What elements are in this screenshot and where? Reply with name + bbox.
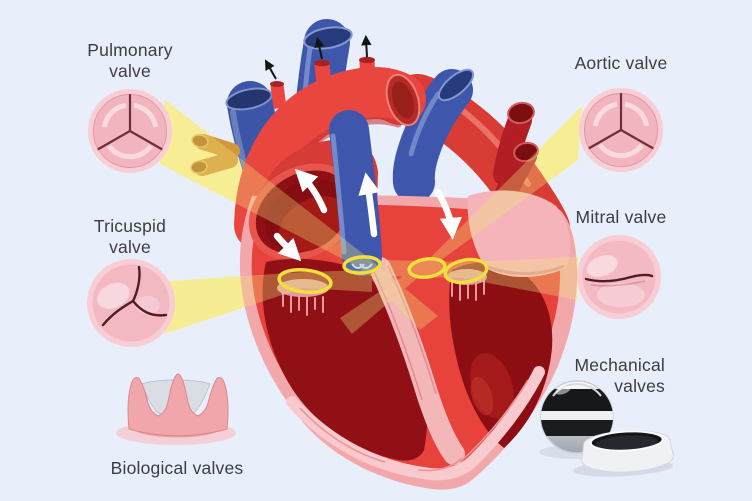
label-pulmonary-valve: Pulmonary valve — [52, 40, 208, 82]
outflow-arrow-1 — [264, 59, 277, 80]
right-pulmonary-artery — [392, 68, 475, 203]
flow-arrow-tricuspid — [273, 232, 302, 262]
blood-flow-arrows — [273, 168, 462, 262]
label-tricuspid-valve-line2: valve — [109, 237, 151, 257]
orange-vessel-stubs — [190, 134, 240, 176]
label-aortic-valve: Aortic valve — [541, 53, 701, 74]
biological-valve-illustration — [116, 373, 236, 445]
valve-highlight-rings — [277, 255, 489, 295]
heart-wall-inner-layers — [286, 366, 545, 481]
interventricular-septum — [369, 257, 465, 465]
label-mechanical-valves-line2: valves — [614, 376, 665, 396]
label-mitral-valve: Mitral valve — [541, 207, 701, 228]
papillary-muscle-core — [470, 376, 494, 416]
tricuspid-ring — [277, 267, 333, 295]
left-atrium — [467, 190, 571, 277]
flow-arrow-left-atrium — [434, 188, 462, 240]
label-mechanical-valves-line1: Mechanical — [574, 355, 665, 375]
label-pulmonary-valve-line2: valve — [109, 61, 151, 81]
mitral-valve-inset — [577, 235, 661, 319]
label-tricuspid-valve-line1: Tricuspid — [93, 216, 167, 236]
tricuspid-valve-inset — [87, 259, 175, 347]
pulmonary-trunk-front — [329, 110, 382, 276]
spotlight-beam-overlay — [160, 100, 582, 334]
flow-arrow-right-atrium — [294, 168, 328, 214]
label-biological-valves: Biological valves — [97, 458, 257, 479]
pulmonary-veins — [493, 101, 539, 204]
pulmonary-cusp-lines — [351, 263, 373, 269]
aortic-ring — [407, 256, 447, 280]
heart-body — [239, 110, 578, 490]
label-mitral-valve-line1: Mitral valve — [575, 207, 667, 227]
mechanical-ring-valve — [573, 430, 675, 477]
label-mechanical-valves: Mechanical valves — [519, 355, 665, 397]
biological-valve-crown — [127, 373, 229, 437]
label-biological-valves-line1: Biological valves — [110, 458, 244, 478]
flow-arrow-pulmonary-trunk — [358, 172, 381, 238]
mitral-ring — [443, 257, 489, 285]
aortic-valve-inset — [579, 88, 663, 172]
label-pulmonary-valve-line1: Pulmonary — [87, 40, 173, 60]
label-tricuspid-valve: Tricuspid valve — [52, 216, 208, 258]
label-aortic-valve-line1: Aortic valve — [574, 53, 668, 73]
pulmonary-valve-inset — [88, 89, 172, 173]
outflow-arrow-3 — [361, 34, 372, 58]
outflow-arrows — [264, 34, 372, 80]
outflow-arrow-2 — [314, 36, 325, 60]
